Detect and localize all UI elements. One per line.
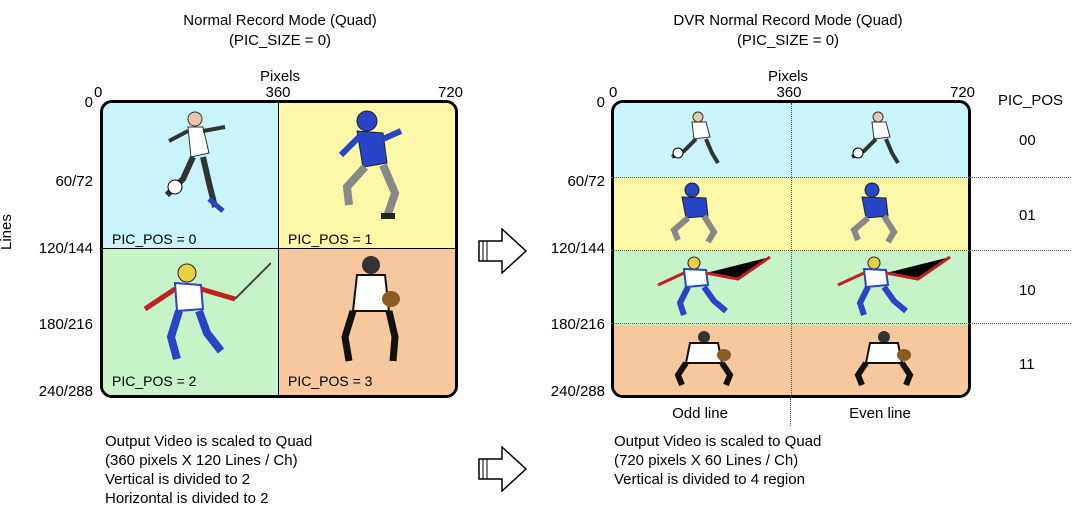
- right-title: DVR Normal Record Mode (Quad): [673, 12, 903, 29]
- left-title: Normal Record Mode (Quad): [183, 12, 377, 29]
- right-arrow-icon: [478, 228, 528, 274]
- left-y-tick-120: 120/144: [38, 240, 93, 257]
- right-note-3: Vertical is divided to 4 region: [614, 471, 805, 488]
- football-player-icon: [338, 110, 403, 219]
- soccer-player-icon: [671, 111, 720, 165]
- left-note-3: Vertical is divided to 2: [105, 471, 251, 488]
- right-x-tick-0: 0: [609, 84, 618, 101]
- left-lines-label: Lines: [0, 214, 15, 250]
- left-pixels-label: Pixels: [259, 68, 301, 85]
- left-cell-3: PIC_POS = 3: [279, 249, 455, 395]
- pic-pos-header: PIC_POS: [998, 92, 1064, 109]
- pic-pos-00: 00: [1019, 132, 1036, 149]
- right-arrow-icon: [478, 446, 528, 492]
- left-note-1: Output Video is scaled to Quad: [105, 433, 313, 450]
- left-y-tick-0: 0: [84, 94, 93, 111]
- right-note-1: Output Video is scaled to Quad: [614, 433, 822, 450]
- row-divider: [611, 323, 1071, 324]
- left-note-4: Horizontal is divided to 2: [105, 490, 269, 507]
- odd-line-label: Odd line: [672, 405, 728, 422]
- right-y-tick-180: 180/216: [550, 316, 605, 333]
- left-cell-1-label: PIC_POS = 1: [288, 231, 373, 247]
- row-divider: [611, 177, 1071, 178]
- left-y-tick-60: 60/72: [55, 173, 93, 190]
- skier-icon: [143, 262, 271, 361]
- skier-icon: [657, 255, 771, 316]
- football-player-icon: [850, 182, 898, 244]
- left-x-tick-720: 720: [438, 84, 464, 101]
- right-subtitle: (PIC_SIZE = 0): [736, 32, 840, 49]
- left-cell-0: PIC_POS = 0: [103, 103, 279, 249]
- left-cell-3-label: PIC_POS = 3: [288, 373, 373, 389]
- pic-pos-01: 01: [1019, 207, 1036, 224]
- left-cell-2: PIC_POS = 2: [103, 249, 279, 395]
- row-divider: [611, 250, 1071, 251]
- right-y-tick-240: 240/288: [550, 383, 605, 400]
- catcher-icon: [674, 331, 734, 387]
- even-line-label: Even line: [849, 405, 911, 422]
- left-y-tick-240: 240/288: [38, 383, 93, 400]
- right-notes: Output Video is scaled to Quad (720 pixe…: [614, 432, 821, 489]
- soccer-player-icon: [164, 111, 226, 213]
- right-y-tick-120: 120/144: [550, 240, 605, 257]
- left-note-2: (360 pixels X 120 Lines / Ch): [105, 452, 298, 469]
- soccer-player-icon: [851, 111, 900, 165]
- pic-pos-11: 11: [1019, 356, 1035, 373]
- right-x-tick-720: 720: [950, 84, 976, 101]
- right-y-tick-0: 0: [596, 94, 605, 111]
- football-player-icon: [670, 182, 718, 244]
- left-cell-0-label: PIC_POS = 0: [112, 231, 197, 247]
- pic-pos-10: 10: [1019, 282, 1036, 299]
- right-quad-frame: [611, 100, 971, 398]
- skier-icon: [837, 255, 951, 316]
- right-x-tick-360: 360: [776, 84, 802, 101]
- left-y-tick-180: 180/216: [38, 316, 93, 333]
- left-notes: Output Video is scaled to Quad (360 pixe…: [105, 432, 312, 508]
- left-subtitle: (PIC_SIZE = 0): [228, 32, 332, 49]
- right-y-tick-60: 60/72: [567, 173, 605, 190]
- left-quad-frame: PIC_POS = 0 PIC_POS = 1 PIC_POS = 2 PIC_…: [100, 100, 458, 398]
- left-x-tick-360: 360: [265, 84, 291, 101]
- left-x-tick-0: 0: [94, 84, 103, 101]
- center-divider: [791, 103, 792, 395]
- catcher-icon: [854, 331, 914, 387]
- right-pixels-label: Pixels: [767, 68, 809, 85]
- center-divider-ext: [790, 398, 791, 426]
- catcher-icon: [341, 256, 400, 362]
- left-cell-1: PIC_POS = 1: [279, 103, 455, 249]
- left-cell-2-label: PIC_POS = 2: [112, 373, 197, 389]
- right-note-2: (720 pixels X 60 Lines / Ch): [614, 452, 799, 469]
